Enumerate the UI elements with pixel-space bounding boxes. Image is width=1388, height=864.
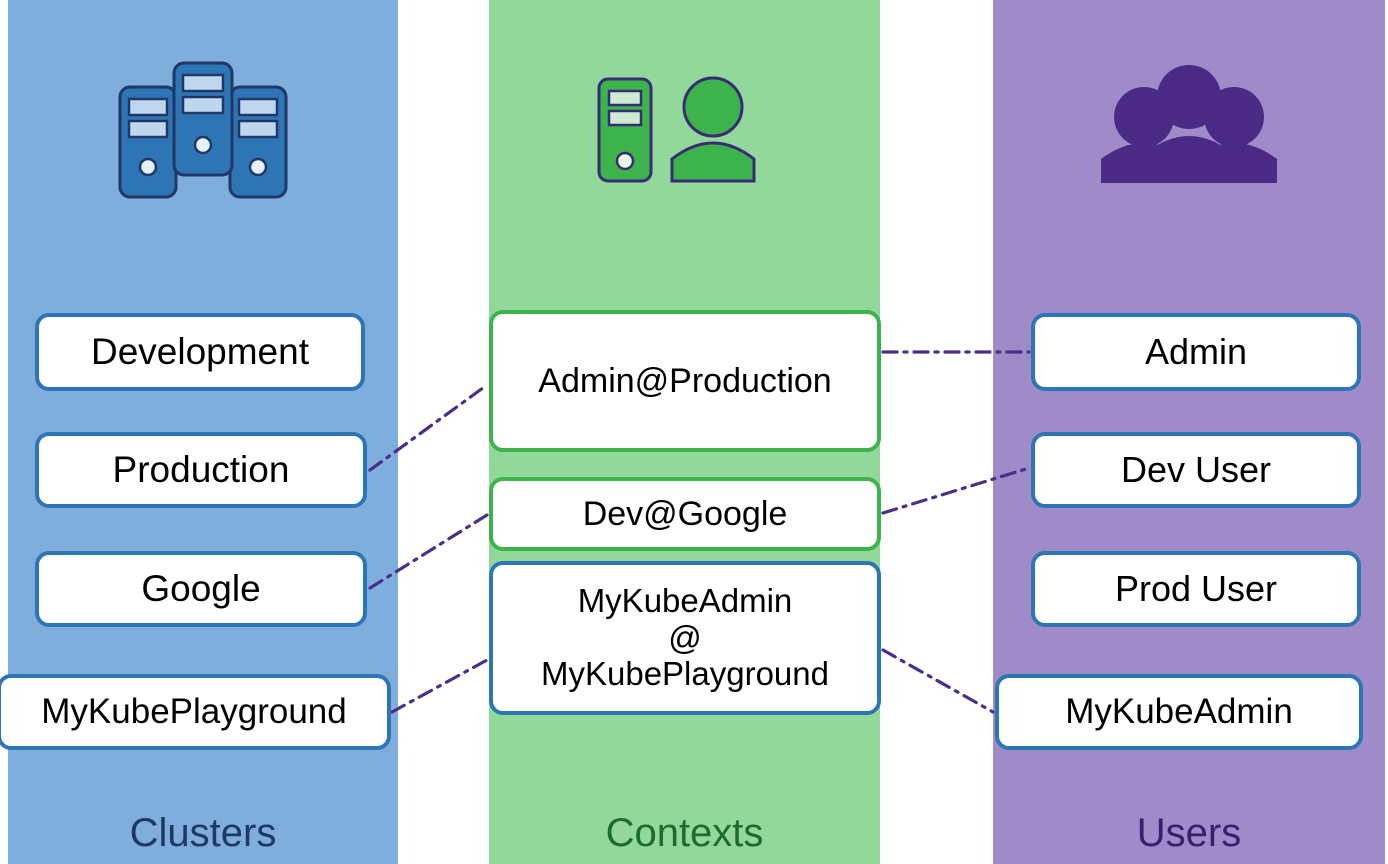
context-card-line-3: MyKubePlayground bbox=[540, 655, 829, 693]
people-group-icon bbox=[993, 0, 1385, 260]
context-card-dev-google[interactable]: Dev@Google bbox=[489, 477, 881, 551]
cluster-card-development[interactable]: Development bbox=[35, 313, 365, 391]
user-card-label: Dev User bbox=[1120, 448, 1272, 490]
clusters-column-label: Clusters bbox=[129, 811, 277, 855]
servers-icon bbox=[8, 0, 398, 260]
context-card-label-multiline: MyKubeAdmin @ MyKubePlayground bbox=[540, 581, 829, 694]
context-card-label: Admin@Production bbox=[538, 361, 832, 400]
user-card-prod-user[interactable]: Prod User bbox=[1031, 551, 1361, 627]
user-card-dev-user[interactable]: Dev User bbox=[1031, 432, 1361, 508]
connector-playground-mykubeadminctx bbox=[390, 658, 489, 714]
user-card-label: MyKubeAdmin bbox=[1065, 692, 1293, 732]
cluster-card-label: Production bbox=[112, 449, 290, 491]
context-card-label: Dev@Google bbox=[582, 494, 788, 533]
contexts-column-label: Contexts bbox=[605, 811, 764, 855]
user-card-mykubeadmin[interactable]: MyKubeAdmin bbox=[995, 674, 1363, 750]
cluster-card-mykubeplayground[interactable]: MyKubePlayground bbox=[0, 674, 391, 750]
cluster-card-label: Google bbox=[141, 568, 261, 610]
cluster-card-label: Development bbox=[90, 331, 309, 373]
context-card-line-2: @ bbox=[668, 618, 702, 656]
context-card-line-1: MyKubeAdmin bbox=[577, 581, 793, 619]
context-card-mykubeadmin-mykubeplayground[interactable]: MyKubeAdmin @ MyKubePlayground bbox=[489, 561, 881, 715]
cluster-card-label: MyKubePlayground bbox=[41, 692, 347, 732]
connector-mykubeadminctx-mykubeadmin bbox=[881, 648, 995, 714]
context-card-admin-production[interactable]: Admin@Production bbox=[489, 310, 881, 452]
user-card-admin[interactable]: Admin bbox=[1031, 313, 1361, 391]
cluster-card-production[interactable]: Production bbox=[35, 432, 367, 508]
users-column-label: Users bbox=[1136, 811, 1242, 855]
cluster-card-google[interactable]: Google bbox=[35, 551, 367, 627]
user-card-label: Admin bbox=[1144, 330, 1248, 372]
user-card-label: Prod User bbox=[1114, 567, 1278, 609]
server-user-icon bbox=[489, 0, 880, 260]
